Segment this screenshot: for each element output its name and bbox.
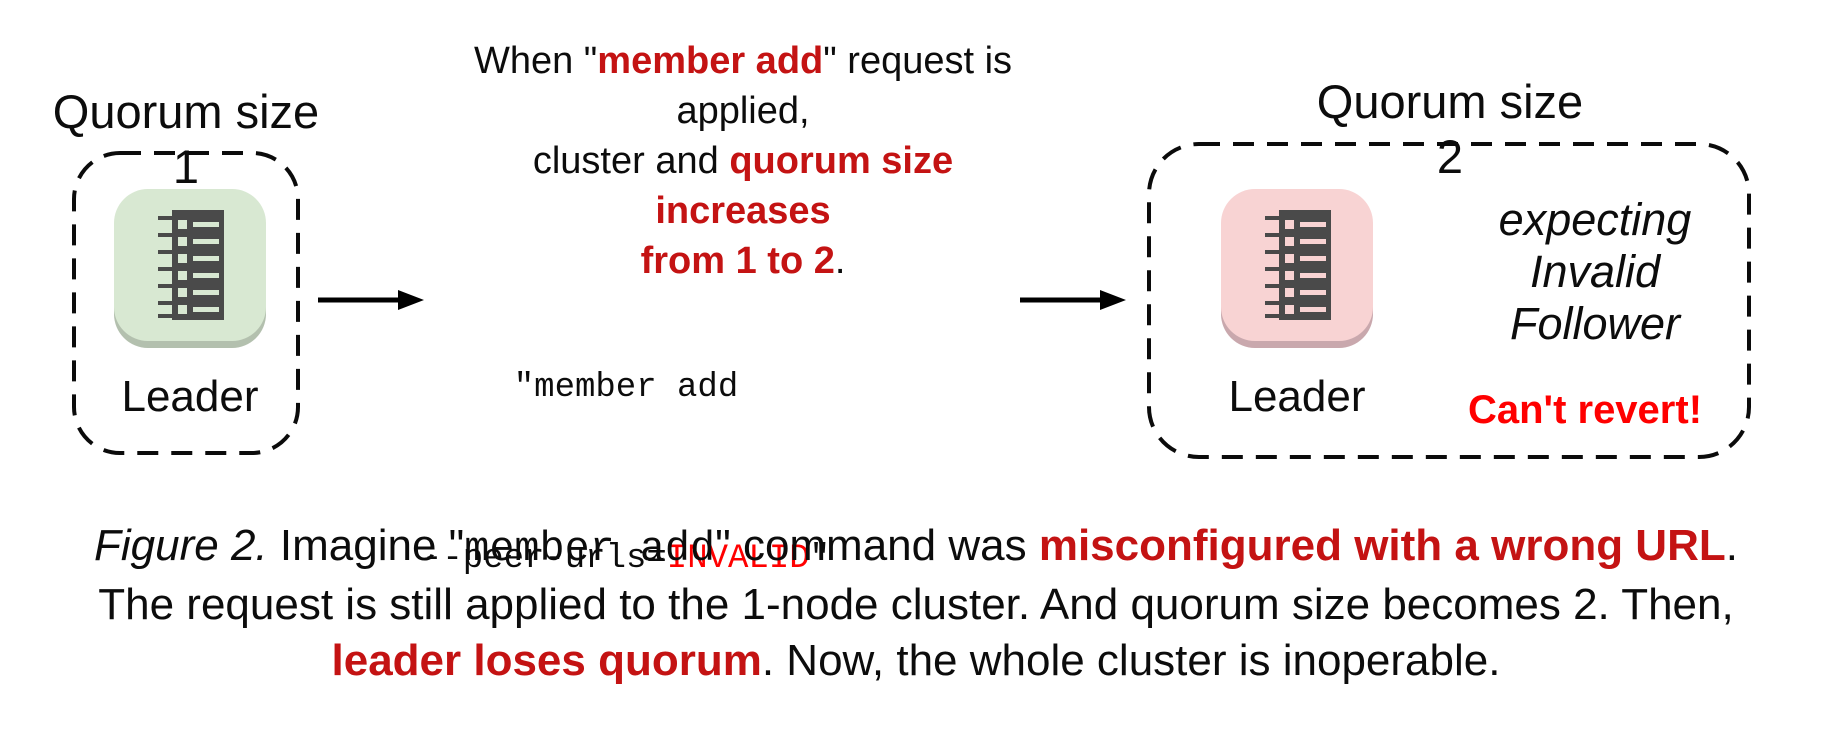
note-line-3: from 1 to 2.: [453, 236, 1033, 286]
note-line-1: When "member add" request is applied,: [453, 36, 1033, 136]
right-cluster-boundary: [1146, 141, 1752, 460]
server-list-icon: [158, 210, 224, 320]
member-add-note: When "member add" request is applied, cl…: [453, 36, 1033, 286]
left-node-label: Leader: [121, 372, 259, 421]
command-text: ": [809, 540, 831, 578]
left-cluster-title: Quorum size 1: [52, 85, 320, 193]
note-line-2: cluster and quorum size increases: [453, 136, 1033, 236]
caption-line-2: The request is still applied to the 1-no…: [98, 580, 1734, 629]
command-line-2: --peer-urls=INVALID": [346, 531, 906, 588]
figure-caption: Figure 2. Imagine "member add" command w…: [61, 518, 1771, 689]
note-text: When ": [473, 40, 598, 82]
status-line: Follower: [1509, 298, 1681, 349]
status-line: expecting: [1498, 194, 1692, 245]
cant-revert-warning: Can't revert!: [1467, 388, 1703, 432]
caption-line-1: Figure 2. Imagine "member add" command w…: [61, 518, 1771, 577]
status-line: Invalid: [1529, 246, 1661, 297]
leader-node-right: [1221, 189, 1373, 341]
member-add-command: "member add --peer-urls=INVALID": [346, 246, 906, 702]
caption-text: " command was: [715, 521, 1039, 570]
right-node-label: Leader: [1228, 372, 1366, 421]
arrow-right-icon: [318, 287, 424, 313]
caption-text: . Now, the whole cluster is inoperable.: [761, 636, 1501, 685]
command-text: --peer-urls=: [421, 540, 667, 578]
dashed-border: [1147, 142, 1751, 459]
leader-node-left: [114, 189, 266, 341]
note-highlight: quorum size increases: [655, 140, 954, 232]
note-text: .: [834, 240, 846, 282]
caption-highlight: misconfigured with a wrong URL: [1038, 521, 1726, 570]
arrow-right-icon: [1020, 287, 1126, 313]
caption-text: ": [448, 521, 465, 570]
left-cluster-boundary: [71, 150, 301, 456]
caption-line-3: leader loses quorum. Now, the whole clus…: [61, 633, 1771, 689]
server-list-icon: [1265, 210, 1331, 320]
note-highlight: member add: [597, 40, 824, 82]
expecting-follower-note: expecting Invalid Follower: [1430, 194, 1760, 350]
command-invalid-value: INVALID: [666, 540, 810, 578]
note-text: " request is applied,: [676, 40, 1013, 132]
note-text: cluster and: [532, 140, 730, 182]
right-cluster-title: Quorum size 2: [1316, 75, 1584, 183]
caption-command: member add: [464, 525, 716, 573]
note-highlight: from 1 to 2: [640, 240, 835, 282]
figure-number: Figure 2.: [94, 521, 268, 570]
command-line-1: "member add: [513, 369, 739, 407]
caption-text: Imagine: [267, 521, 449, 570]
dashed-border: [72, 151, 300, 455]
caption-text: .: [1725, 521, 1738, 570]
caption-highlight: leader loses quorum: [331, 636, 762, 685]
